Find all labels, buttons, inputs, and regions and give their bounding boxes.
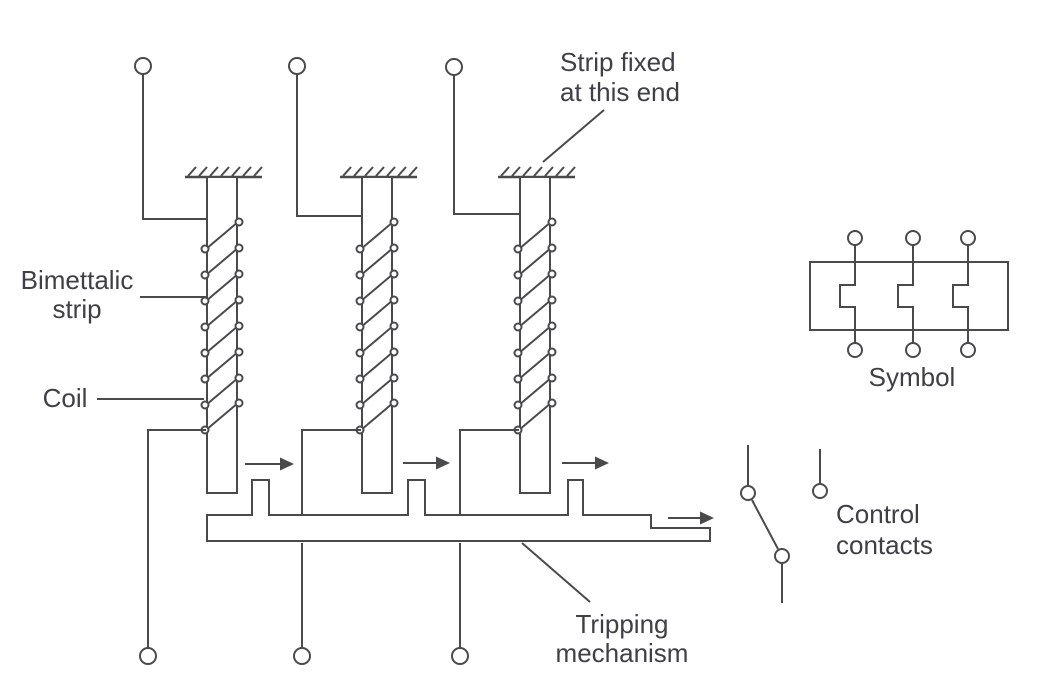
symbol-top-terminal-3 bbox=[960, 230, 976, 246]
strip-fixed-leader bbox=[542, 109, 605, 163]
bottom-terminal-phase-3 bbox=[451, 647, 469, 665]
bottom-terminal-phase-1 bbox=[139, 647, 157, 665]
feeder-wire-phase-3 bbox=[453, 75, 519, 215]
bottom-wires bbox=[139, 429, 519, 665]
top-feeders bbox=[134, 57, 519, 220]
contact-blade bbox=[751, 499, 779, 550]
tripping-mechanism-bar bbox=[206, 479, 711, 542]
contact-point-1 bbox=[740, 485, 756, 501]
symbol-bottom-terminal-2 bbox=[905, 342, 921, 358]
relay-symbol bbox=[809, 230, 1009, 358]
label-coil: Coil bbox=[43, 383, 88, 413]
symbol-element-1 bbox=[839, 245, 856, 343]
label-strip-fixed-line1: Strip fixed bbox=[560, 47, 676, 77]
bottom-wire-phase-3 bbox=[459, 429, 519, 648]
label-control-line2: contacts bbox=[836, 530, 933, 560]
strip-unit-phase-3 bbox=[496, 165, 577, 495]
label-tripping-line1: Tripping bbox=[576, 609, 669, 639]
top-terminal-phase-1 bbox=[134, 57, 152, 75]
label-symbol: Symbol bbox=[869, 362, 956, 392]
top-terminal-phase-2 bbox=[288, 57, 306, 75]
tripping-mechanism-leader bbox=[521, 542, 591, 603]
strip-motion-arrow-3 bbox=[562, 456, 609, 470]
feeder-wire-phase-2 bbox=[296, 74, 361, 217]
contact-point-2 bbox=[774, 548, 790, 564]
label-bimetallic-line1: Bimettalic bbox=[21, 265, 134, 295]
symbol-bottom-terminal-3 bbox=[960, 342, 976, 358]
symbol-element-2 bbox=[897, 245, 914, 343]
bottom-terminal-phase-2 bbox=[293, 647, 311, 665]
bar-motion-arrow bbox=[668, 511, 714, 525]
label-control-line1: Control bbox=[836, 499, 920, 529]
label-bimetallic-line2: strip bbox=[52, 294, 101, 324]
contact-point-3 bbox=[812, 483, 828, 499]
control-contacts bbox=[740, 445, 828, 603]
bottom-wire-phase-1 bbox=[147, 429, 206, 648]
label-strip-fixed-line2: at this end bbox=[560, 77, 680, 107]
top-terminal-phase-3 bbox=[445, 58, 463, 76]
symbol-top-terminal-2 bbox=[905, 230, 921, 246]
leader-lines bbox=[97, 109, 605, 603]
strip-motion-arrow-2 bbox=[403, 456, 450, 470]
symbol-top-terminal-1 bbox=[847, 230, 863, 246]
label-tripping-line2: mechanism bbox=[556, 638, 689, 668]
symbol-bottom-terminal-1 bbox=[847, 342, 863, 358]
strip-unit-phase-1 bbox=[183, 165, 264, 495]
feeder-wire-phase-1 bbox=[142, 74, 206, 220]
symbol-element-3 bbox=[952, 245, 969, 343]
symbol-box bbox=[809, 261, 1009, 331]
bottom-wire-phase-2 bbox=[301, 429, 361, 648]
strip-motion-arrow-1 bbox=[245, 457, 294, 471]
motion-arrows bbox=[245, 456, 714, 525]
